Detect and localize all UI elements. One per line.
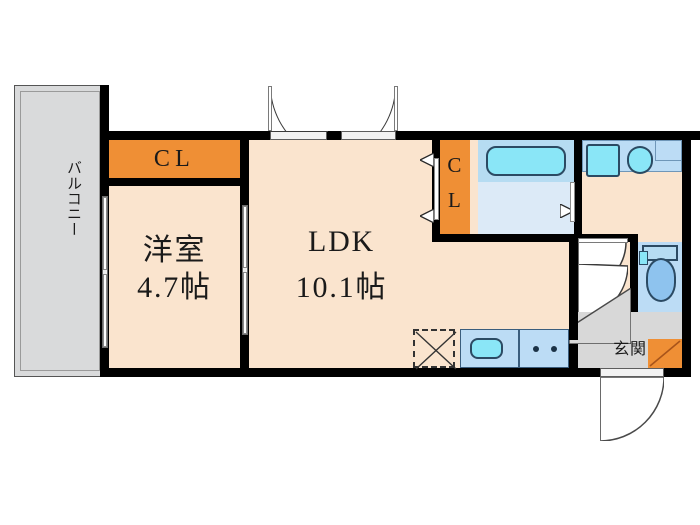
bedroom-area [109, 186, 240, 368]
toilet-paper-holder [639, 251, 648, 265]
bathtub [486, 146, 566, 176]
bedroom-ldk-slide-leaf-upper[interactable] [242, 206, 247, 268]
bedroom-ldk-sliding-door[interactable] [241, 205, 248, 335]
bedroom-ldk-slide-leaf-lower[interactable] [242, 272, 247, 334]
refrigerator-space [413, 329, 457, 370]
stove-burner-right [551, 346, 557, 352]
vanity-basin [627, 146, 653, 174]
ldk-closet [440, 140, 470, 235]
wall-top-ldk-left [240, 131, 270, 140]
balcony-inner-line [20, 91, 100, 371]
balcony-label: バルコニー [65, 160, 81, 237]
entrance-door-frame [600, 368, 664, 377]
wall-bottom-genkan [578, 368, 600, 377]
vanity-counter-right [655, 140, 682, 161]
entrance-door-swing[interactable] [600, 377, 664, 441]
wall-ldk-closet-bottom [432, 234, 478, 242]
ldk-door-right-leaf[interactable] [394, 86, 398, 131]
kitchen-sink [470, 338, 503, 359]
wall-top-bedroom [100, 131, 240, 140]
ldk-closet-folding-arrow-top[interactable] [418, 151, 435, 169]
bathroom-door-leaf[interactable] [570, 182, 575, 222]
wall-bottom-genkan-right [664, 368, 691, 377]
wall-bathroom-right [574, 140, 582, 242]
ldk-door-left-leaf[interactable] [268, 86, 272, 131]
ldk-closet-label-l: L [447, 188, 463, 212]
washroom-door-leaf[interactable] [578, 238, 628, 243]
wall-bottom-main [100, 368, 578, 377]
ldk-closet-door-leaf[interactable] [434, 158, 439, 220]
stove-burner-left [533, 346, 539, 352]
genkan-step-edge [569, 288, 631, 344]
ldk-closet-label-c: C [447, 153, 463, 177]
wall-top-ldk-right [396, 131, 700, 140]
wall-genkan-step [569, 339, 578, 377]
ldk-door-left-swing[interactable] [270, 86, 328, 132]
gas-stove [519, 329, 569, 368]
bedroom-closet-label: CL [153, 146, 196, 172]
toilet-bowl [646, 258, 676, 302]
wall-bathroom-bottom [470, 234, 582, 242]
ldk-door-right-swing[interactable] [341, 86, 396, 132]
balcony-area [14, 85, 106, 377]
genkan-label: 玄関 [613, 341, 647, 358]
balcony-slide-leaf-upper[interactable] [102, 197, 107, 270]
bedroom-closet [109, 140, 240, 178]
bathroom-folding-arrow[interactable] [559, 202, 576, 220]
bedroom-name-label: 洋室 [142, 234, 207, 267]
balcony-slide-leaf-lower[interactable] [102, 274, 107, 347]
shoe-cabinet [648, 339, 682, 368]
ldk-area-label: 10.1帖 [295, 271, 388, 304]
wall-ldk-right [569, 242, 578, 340]
wall-bedroom-closet-bottom [100, 178, 249, 186]
ldk-door-left-frame [270, 131, 327, 140]
ldk-closet-folding-arrow-bottom[interactable] [418, 207, 435, 225]
wall-top-ldk-middle [327, 131, 341, 140]
ldk-name-label: LDK [307, 225, 376, 258]
washing-machine-pan [586, 144, 620, 177]
wall-toilet-left [630, 234, 638, 339]
bedroom-area-label: 4.7帖 [137, 271, 212, 304]
balcony-sliding-window[interactable] [101, 196, 108, 348]
wall-right-outer [682, 131, 691, 377]
ldk-door-right-frame [341, 131, 396, 140]
